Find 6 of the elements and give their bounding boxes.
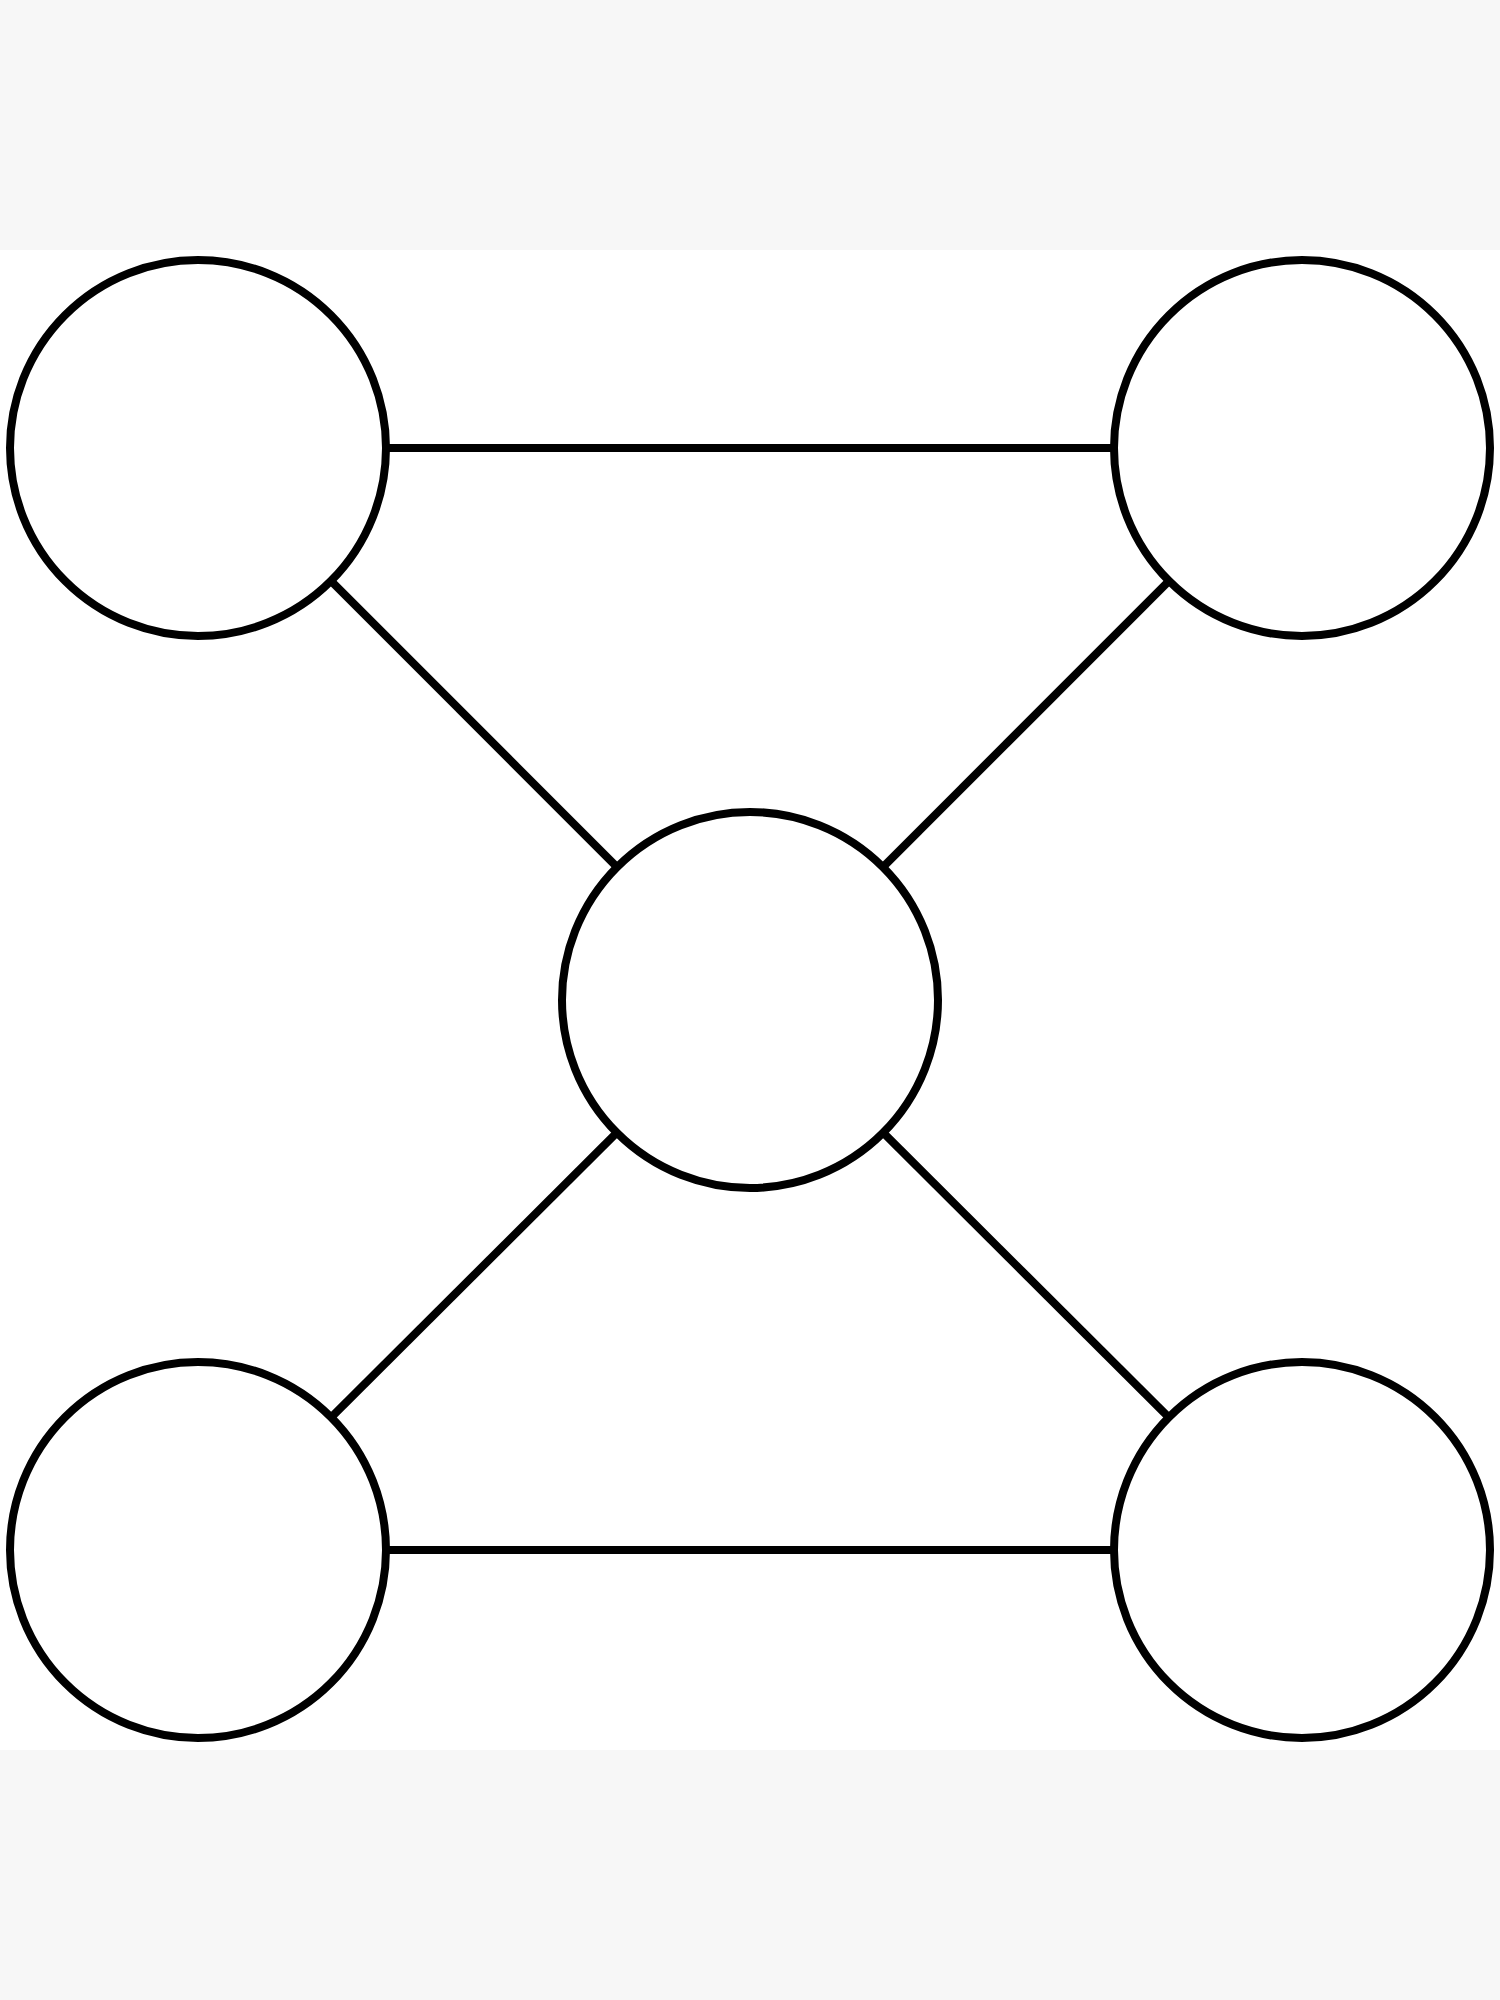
connector-line <box>328 1129 620 1421</box>
connector-line <box>880 1129 1172 1421</box>
connector-line <box>386 444 1114 452</box>
connector-line <box>386 1546 1114 1554</box>
connector-line <box>880 578 1172 870</box>
connector-line <box>328 578 620 870</box>
